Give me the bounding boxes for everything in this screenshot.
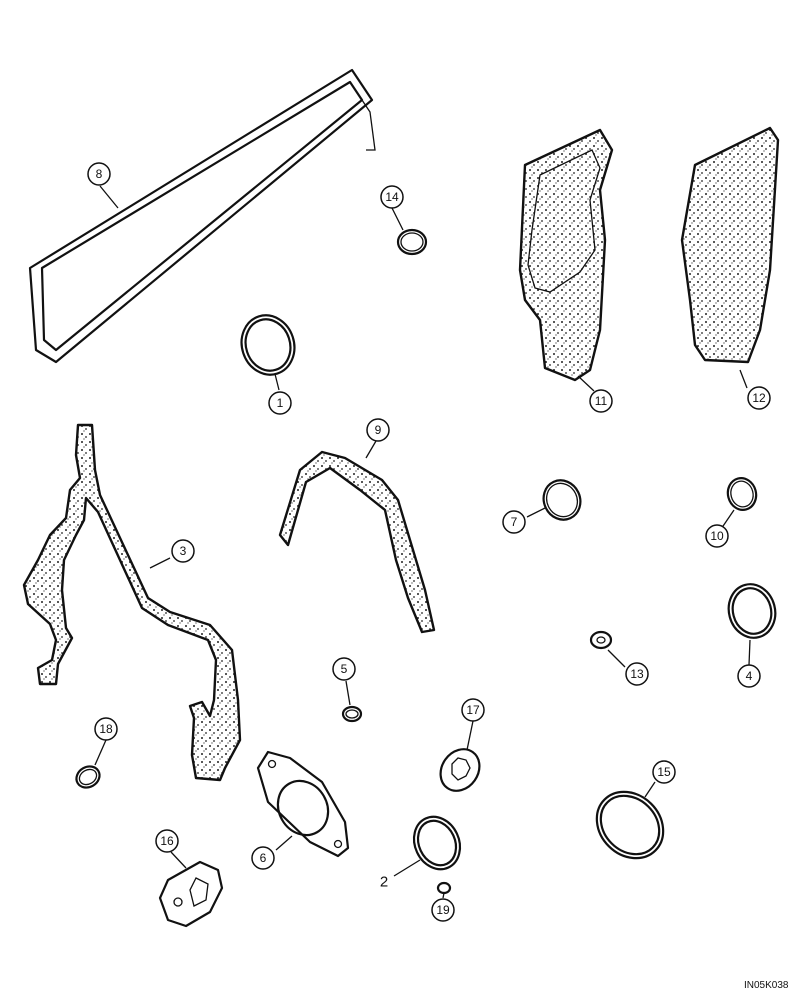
callout-6: 6	[251, 846, 275, 870]
o-ring-part-18	[75, 765, 101, 789]
flange-gasket-part-6	[256, 750, 350, 858]
figure-code: IN05K038	[744, 980, 789, 991]
callout-label-4: 4	[746, 669, 753, 683]
seal-ring-part-1	[240, 314, 296, 376]
callout-label-11: 11	[595, 394, 608, 408]
callout-2: 2	[380, 874, 388, 891]
callout-14: 14	[380, 185, 404, 209]
thrust-washer-part-17	[439, 748, 481, 792]
callout-label-14: 14	[385, 190, 399, 204]
callout-label-13: 13	[630, 667, 644, 681]
callout-label-1: 1	[277, 396, 284, 410]
seal-ring-part-4	[727, 583, 777, 639]
callout-label-9: 9	[375, 423, 382, 437]
plate-gasket-part-16	[158, 860, 224, 928]
washer-part-13	[589, 630, 613, 650]
callout-label-18: 18	[99, 722, 113, 736]
valve-cover-gasket-part	[28, 68, 376, 364]
callout-label-5: 5	[341, 662, 348, 676]
callout-label-6: 6	[260, 851, 267, 865]
callout-8: 8	[87, 162, 111, 186]
o-ring-part-19	[436, 881, 452, 895]
callout-label-12: 12	[752, 391, 766, 405]
callout-3: 3	[171, 539, 195, 563]
rear-housing-gasket-part-9	[278, 450, 436, 634]
callout-label-15: 15	[657, 765, 671, 779]
callout-label-8: 8	[96, 167, 103, 181]
callout-label-7: 7	[511, 515, 518, 529]
front-cover-gasket-part-3	[22, 423, 242, 782]
o-ring-part-15	[595, 790, 665, 860]
callout-15: 15	[652, 760, 676, 784]
o-ring-part-14	[396, 228, 428, 256]
callout-4: 4	[737, 664, 761, 688]
seal-ring-part-2	[412, 815, 462, 871]
callout-17: 17	[461, 698, 485, 722]
callout-11: 11	[589, 389, 613, 413]
leader-lines	[94, 185, 751, 899]
callout-9: 9	[366, 418, 390, 442]
gear-housing-gasket-part-11	[518, 128, 614, 382]
o-ring-part-7	[542, 479, 582, 521]
callout-18: 18	[94, 717, 118, 741]
o-ring-part-10	[726, 477, 758, 511]
callout-label-2: 2	[380, 874, 388, 891]
o-ring-part-5	[341, 705, 363, 723]
cover-plate-gasket-part-12	[680, 126, 780, 364]
callout-7: 7	[502, 510, 526, 534]
callout-label-3: 3	[180, 544, 187, 558]
callout-5: 5	[332, 657, 356, 681]
callout-13: 13	[625, 662, 649, 686]
callout-label-17: 17	[466, 703, 480, 717]
callout-16: 16	[155, 829, 179, 853]
callout-1: 1	[268, 391, 292, 415]
callout-10: 10	[705, 524, 729, 548]
callout-label-19: 19	[436, 903, 450, 917]
callout-label-16: 16	[160, 834, 174, 848]
callout-12: 12	[747, 386, 771, 410]
callout-label-10: 10	[710, 529, 724, 543]
callout-19: 19	[431, 898, 455, 922]
